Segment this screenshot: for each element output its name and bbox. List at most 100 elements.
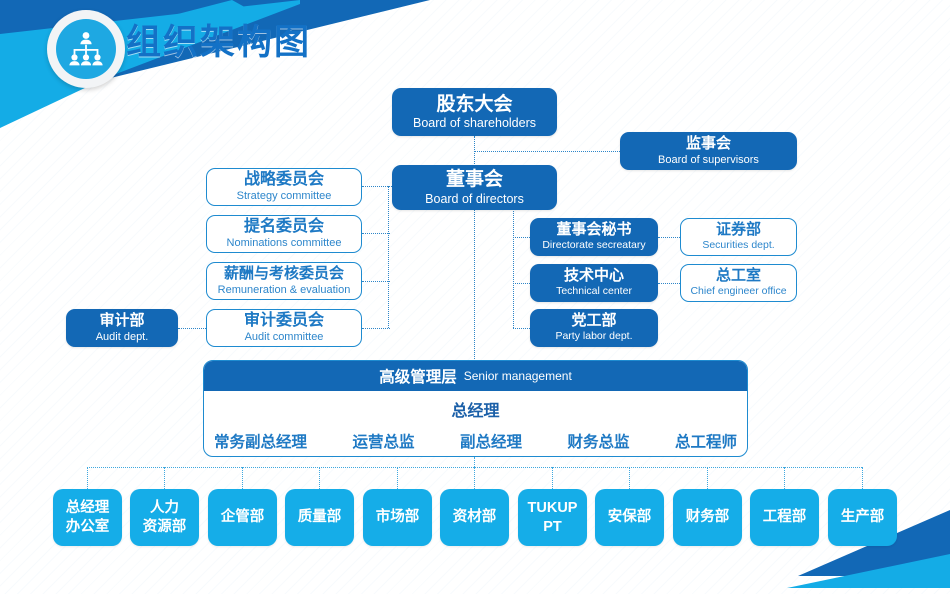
- dept-enterprise-management[interactable]: 企管部: [208, 489, 277, 546]
- connector-audit-committee: [362, 328, 390, 329]
- node-title-cn: 董事会: [445, 169, 503, 191]
- dept-security[interactable]: 安保部: [595, 489, 664, 546]
- dept-gm-office[interactable]: 总经理 办公室: [53, 489, 122, 546]
- dept-label-line1: 生产部: [840, 509, 885, 526]
- node-title-en: Audit committee: [244, 331, 324, 344]
- connector-dept-3: [242, 467, 243, 489]
- node-title-en: Nominations committee: [226, 237, 342, 250]
- dept-label-line1: 总经理: [65, 500, 110, 517]
- node-title-en: Board of shareholders: [413, 116, 536, 131]
- node-board-of-shareholders[interactable]: 股东大会 Board of shareholders: [392, 88, 557, 136]
- dept-label-line1: 人力: [150, 500, 179, 517]
- connector-dept-6: [474, 467, 475, 489]
- connector-strategy: [362, 186, 390, 187]
- node-title-cn: 提名委员会: [243, 218, 324, 236]
- logo-badge: [47, 10, 125, 88]
- dept-label-line1: 工程部: [762, 509, 807, 526]
- node-title-cn: 战略委员会: [243, 171, 324, 189]
- connector-nominations: [362, 233, 390, 234]
- connector-party-labor: [513, 328, 530, 329]
- node-title-en: Technical center: [556, 285, 632, 298]
- connector-dept-10: [784, 467, 785, 489]
- dept-label-line2: 资源部: [142, 518, 187, 535]
- senior-management-panel: 高级管理层 Senior management 总经理 常务副总经理 运营总监 …: [203, 360, 748, 457]
- dept-label-line1: 安保部: [607, 509, 652, 526]
- connector-technical-center: [513, 283, 530, 284]
- senior-management-title-en: Senior management: [463, 369, 572, 383]
- role-vice-gm[interactable]: 副总经理: [459, 434, 522, 451]
- node-strategy-committee[interactable]: 战略委员会 Strategy committee: [206, 168, 362, 206]
- node-title-en: Chief engineer office: [690, 285, 787, 298]
- connector-dept-7: [552, 467, 553, 489]
- connector-dept-4: [319, 467, 320, 489]
- dept-materials[interactable]: 资材部: [440, 489, 509, 546]
- dept-production[interactable]: 生产部: [828, 489, 897, 546]
- node-technical-center[interactable]: 技术中心 Technical center: [530, 264, 658, 302]
- dept-label-line1: 质量部: [297, 509, 342, 526]
- node-title-en: Party labor dept.: [555, 330, 633, 343]
- node-title-cn: 审计部: [99, 311, 145, 329]
- node-remuneration-committee[interactable]: 薪酬与考核委员会 Remuneration & evaluation: [206, 262, 362, 300]
- node-board-of-supervisors[interactable]: 监事会 Board of supervisors: [620, 132, 797, 170]
- connector-dept-5: [397, 467, 398, 489]
- role-chief-engineer[interactable]: 总工程师: [674, 434, 737, 451]
- dept-label-line1: 资材部: [452, 509, 497, 526]
- dept-tukup-pt[interactable]: TUKUP PT: [518, 489, 587, 546]
- connector-directors-supervisors: [474, 151, 622, 152]
- connector-directorate-secretary: [513, 237, 530, 238]
- connector-directors-senior-management: [474, 203, 475, 361]
- connector-sm-to-dept-drop: [474, 457, 475, 467]
- connector-dept-8: [629, 467, 630, 489]
- node-audit-dept[interactable]: 审计部 Audit dept.: [66, 309, 178, 347]
- dept-finance[interactable]: 财务部: [673, 489, 742, 546]
- dept-label-line2: PT: [543, 518, 562, 535]
- dept-label-line1: TUKUP: [527, 500, 578, 517]
- node-title-en: Audit dept.: [95, 330, 149, 343]
- connector-dept-9: [707, 467, 708, 489]
- dept-label-line2: 办公室: [65, 518, 110, 535]
- general-manager-label: 总经理: [451, 403, 500, 420]
- connector-departments-bus: [87, 467, 862, 468]
- connector-chief-engineer: [658, 283, 680, 284]
- node-chief-engineer-office[interactable]: 总工室 Chief engineer office: [680, 264, 797, 302]
- node-title-cn: 薪酬与考核委员会: [223, 264, 344, 282]
- node-title-en: Strategy committee: [236, 190, 332, 203]
- node-nominations-committee[interactable]: 提名委员会 Nominations committee: [206, 215, 362, 253]
- connector-dept-2: [164, 467, 165, 489]
- senior-management-roles: 常务副总经理 运营总监 副总经理 财务总监 总工程师: [204, 430, 747, 452]
- node-securities-dept[interactable]: 证券部 Securities dept.: [680, 218, 797, 256]
- node-title-en: Directorate secreatary: [542, 239, 646, 252]
- node-title-cn: 技术中心: [563, 267, 624, 285]
- role-executive-vp[interactable]: 常务副总经理: [214, 434, 308, 451]
- role-finance-director[interactable]: 财务总监: [567, 434, 630, 451]
- node-title-cn: 审计委员会: [243, 312, 324, 330]
- connector-committees-bus: [388, 186, 389, 328]
- page-title: 组织架构图: [126, 23, 312, 62]
- dept-engineering[interactable]: 工程部: [750, 489, 819, 546]
- node-title-en: Remuneration & evaluation: [217, 283, 351, 296]
- senior-management-header: 高级管理层 Senior management: [204, 361, 747, 391]
- connector-remuneration: [362, 281, 390, 282]
- dept-marketing[interactable]: 市场部: [363, 489, 432, 546]
- senior-management-title-cn: 高级管理层: [379, 369, 457, 386]
- connector-auditdept-auditcommittee: [178, 328, 206, 329]
- connector-securities: [658, 237, 680, 238]
- node-board-of-directors[interactable]: 董事会 Board of directors: [392, 165, 557, 210]
- connector-dept-11: [862, 467, 863, 489]
- dept-human-resources[interactable]: 人力 资源部: [130, 489, 199, 546]
- node-title-cn: 证券部: [715, 221, 761, 239]
- dept-label-line1: 财务部: [685, 509, 730, 526]
- node-title-en: Board of directors: [425, 191, 524, 206]
- node-party-labor-dept[interactable]: 党工部 Party labor dept.: [530, 309, 658, 347]
- node-title-cn: 党工部: [571, 312, 617, 330]
- node-title-en: Board of supervisors: [658, 153, 759, 166]
- role-operations-director[interactable]: 运营总监: [352, 434, 415, 451]
- dept-label-line1: 市场部: [375, 509, 420, 526]
- node-title-cn: 董事会秘书: [556, 221, 632, 239]
- node-audit-committee[interactable]: 审计委员会 Audit committee: [206, 309, 362, 347]
- node-directorate-secretary[interactable]: 董事会秘书 Directorate secreatary: [530, 218, 658, 256]
- dept-label-line1: 企管部: [220, 509, 265, 526]
- org-chart-icon: [56, 19, 116, 79]
- dept-quality[interactable]: 质量部: [285, 489, 354, 546]
